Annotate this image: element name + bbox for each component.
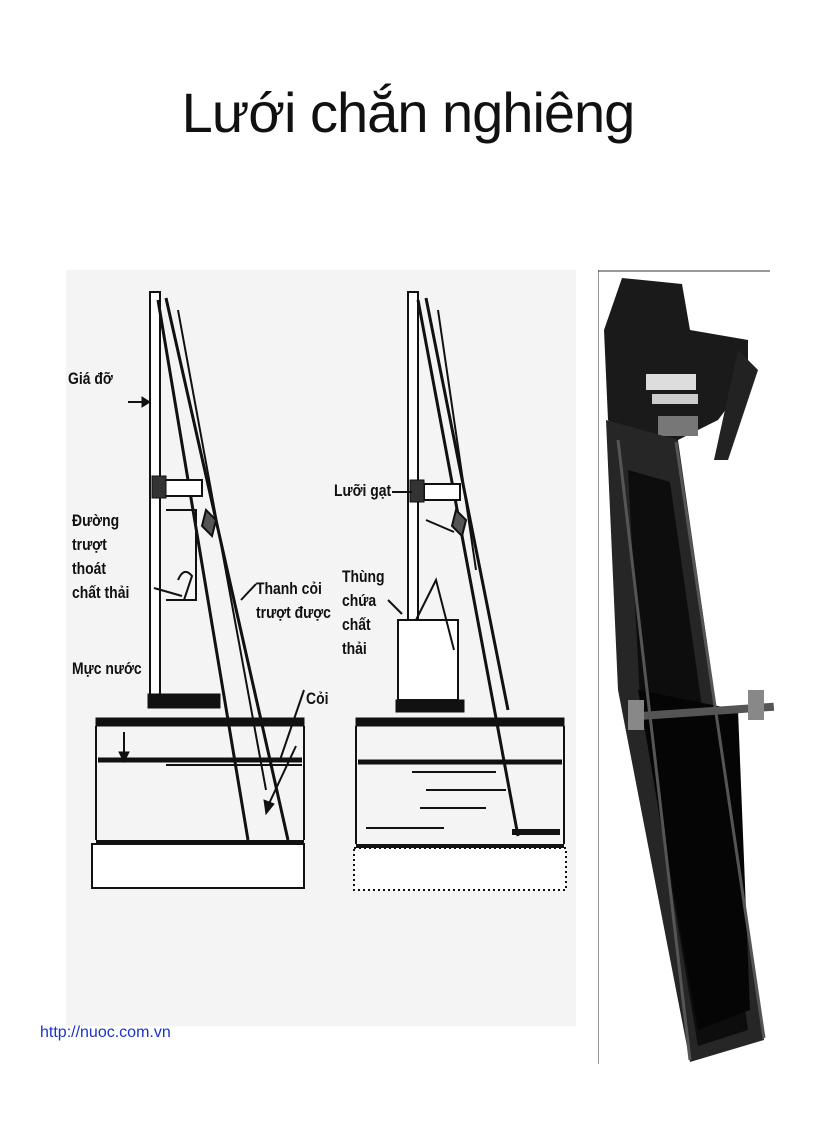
label-bin-line-1: Thùng [342,567,385,586]
slide-title: Lưới chắn nghiêng [181,81,636,144]
label-scraper-blade: Lưỡi gạt [334,481,392,500]
equipment-photo-drawing [598,270,775,1064]
right-screen-drawing [353,291,567,891]
left-screen-drawing [91,291,305,889]
label-support-frame: Giá đỡ [68,369,113,388]
footer-url[interactable]: http://nuoc.com.vn [40,1024,171,1041]
screen-equipment-photo [598,270,776,1064]
inclined-screen-diagram: Giá đỡ Đường trượt thoát chất thải Mực n… [66,270,576,1026]
label-sliding-bar-line-2: trượt được [256,603,331,622]
label-chute-line-4: chất thải [72,583,130,602]
label-bin-line-4: thải [342,639,367,658]
label-chute-line-2: trượt [72,535,107,554]
label-bin-line-2: chứa [342,591,377,610]
diagram-drawing [66,270,576,1026]
label-bin-line-3: chất [342,615,371,634]
label-bar: Cỏi [306,689,329,708]
label-water-level: Mực nước [72,659,142,678]
label-chute-line-3: thoát [72,559,107,578]
label-chute-line-1: Đường [72,511,120,530]
label-sliding-bar-line-1: Thanh cỏi [256,579,322,598]
